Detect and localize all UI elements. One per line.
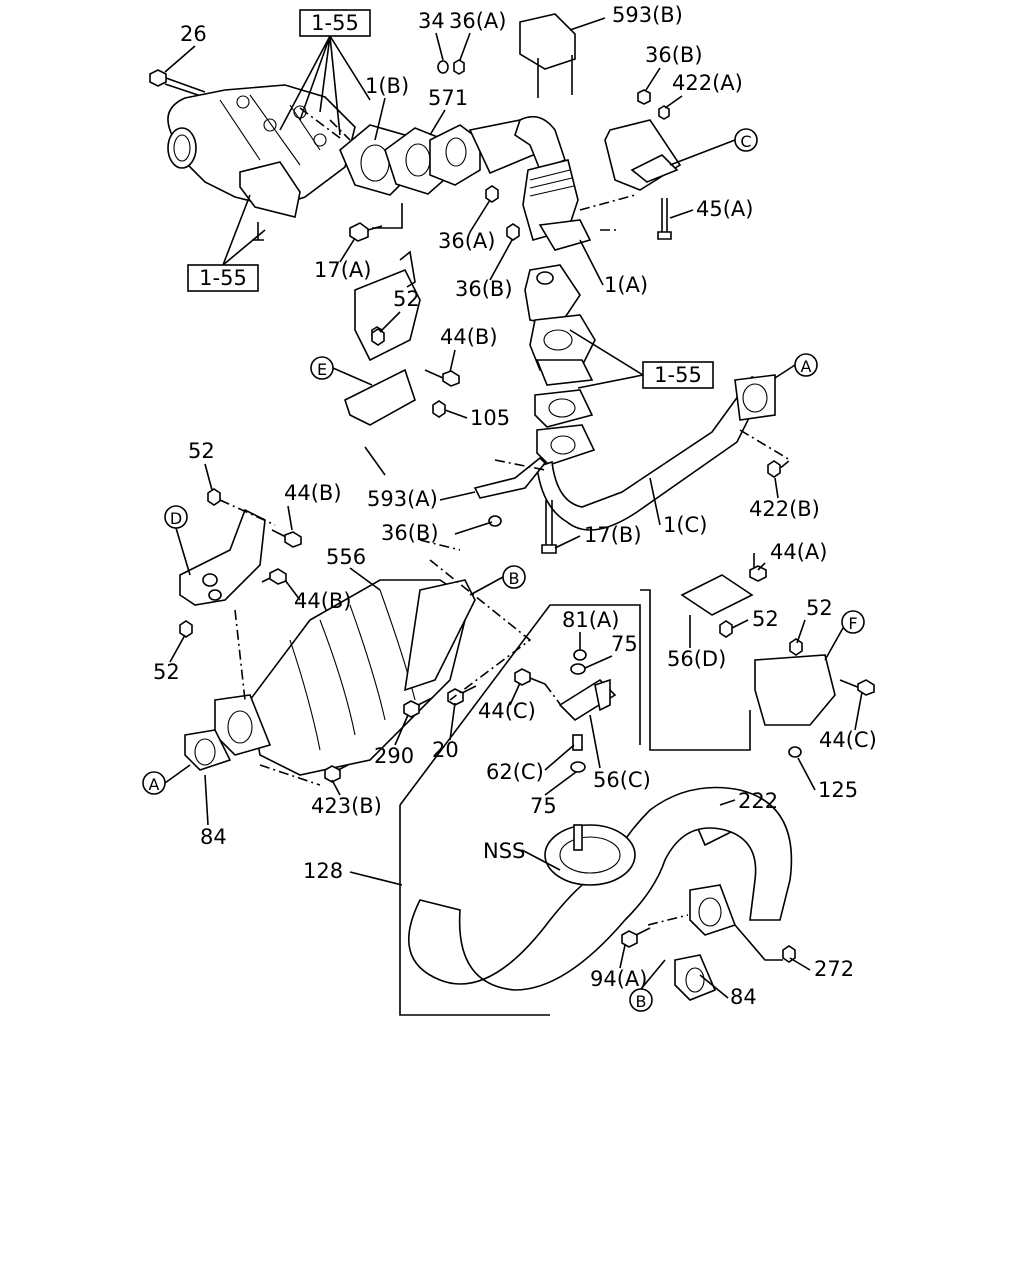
svg-text:593(B): 593(B) bbox=[612, 3, 683, 27]
svg-text:B: B bbox=[509, 569, 520, 588]
svg-text:20: 20 bbox=[432, 738, 459, 762]
svg-text:81(A): 81(A) bbox=[562, 608, 619, 632]
svg-text:1-55: 1-55 bbox=[654, 363, 702, 387]
svg-text:52: 52 bbox=[153, 660, 180, 684]
svg-text:56(D): 56(D) bbox=[667, 647, 726, 671]
svg-text:52: 52 bbox=[393, 287, 420, 311]
svg-text:36(A): 36(A) bbox=[438, 229, 495, 253]
svg-text:52: 52 bbox=[188, 439, 215, 463]
svg-text:423(B): 423(B) bbox=[311, 794, 382, 818]
part-labels: 26 34 36(A) 593(B) 36(B) 422(A) 1(B) 571… bbox=[153, 3, 877, 1009]
svg-text:290: 290 bbox=[374, 744, 414, 768]
svg-text:A: A bbox=[801, 357, 812, 376]
middle-exhaust-assembly bbox=[344, 250, 792, 554]
svg-text:84: 84 bbox=[730, 985, 757, 1009]
ref-box-left[interactable]: 1-55 bbox=[187, 264, 259, 292]
svg-text:1(B): 1(B) bbox=[365, 74, 409, 98]
svg-text:1-55: 1-55 bbox=[199, 266, 247, 290]
svg-text:222: 222 bbox=[738, 789, 778, 813]
svg-text:62(C): 62(C) bbox=[486, 760, 544, 784]
label-leaders bbox=[164, 17, 863, 999]
svg-text:B: B bbox=[636, 992, 647, 1011]
svg-text:E: E bbox=[317, 360, 327, 379]
svg-text:593(A): 593(A) bbox=[367, 487, 438, 511]
muffler-assembly bbox=[399, 553, 875, 1016]
svg-text:44(A): 44(A) bbox=[770, 540, 827, 564]
svg-text:84: 84 bbox=[200, 825, 227, 849]
svg-text:125: 125 bbox=[818, 778, 858, 802]
svg-text:26: 26 bbox=[180, 22, 207, 46]
svg-text:C: C bbox=[740, 132, 751, 151]
svg-text:1(C): 1(C) bbox=[663, 513, 707, 537]
callout-circles: C E A D B F A B bbox=[142, 128, 865, 1012]
svg-text:1(A): 1(A) bbox=[604, 273, 648, 297]
svg-text:34: 34 bbox=[418, 9, 445, 33]
svg-text:94(A): 94(A) bbox=[590, 967, 647, 991]
svg-text:17(B): 17(B) bbox=[584, 523, 642, 547]
svg-text:36(A): 36(A) bbox=[449, 9, 506, 33]
svg-text:45(A): 45(A) bbox=[696, 197, 753, 221]
svg-text:128: 128 bbox=[303, 859, 343, 883]
svg-text:F: F bbox=[848, 614, 857, 633]
svg-text:44(B): 44(B) bbox=[294, 589, 352, 613]
svg-text:44(C): 44(C) bbox=[819, 728, 877, 752]
svg-text:422(B): 422(B) bbox=[749, 497, 820, 521]
svg-text:52: 52 bbox=[806, 596, 833, 620]
svg-text:272: 272 bbox=[814, 957, 854, 981]
svg-text:44(C): 44(C) bbox=[478, 699, 536, 723]
svg-text:36(B): 36(B) bbox=[381, 521, 439, 545]
svg-text:36(B): 36(B) bbox=[455, 277, 513, 301]
svg-text:556: 556 bbox=[326, 545, 366, 569]
svg-text:75: 75 bbox=[611, 632, 638, 656]
svg-text:1-55: 1-55 bbox=[311, 11, 359, 35]
svg-text:36(B): 36(B) bbox=[645, 43, 703, 67]
dpf-assembly bbox=[179, 488, 532, 786]
svg-text:44(B): 44(B) bbox=[440, 325, 498, 349]
svg-text:44(B): 44(B) bbox=[284, 481, 342, 505]
svg-text:NSS: NSS bbox=[483, 839, 525, 863]
svg-text:D: D bbox=[170, 509, 182, 528]
svg-text:A: A bbox=[149, 775, 160, 794]
svg-text:52: 52 bbox=[752, 607, 779, 631]
svg-text:422(A): 422(A) bbox=[672, 71, 743, 95]
svg-text:75: 75 bbox=[530, 794, 557, 818]
svg-text:56(C): 56(C) bbox=[593, 768, 651, 792]
svg-text:105: 105 bbox=[470, 406, 510, 430]
svg-text:17(A): 17(A) bbox=[314, 258, 371, 282]
ref-box-top[interactable]: 1-55 bbox=[299, 9, 371, 37]
ref-box-mid[interactable]: 1-55 bbox=[642, 361, 714, 389]
upper-exhaust-assembly bbox=[149, 13, 682, 251]
svg-text:571: 571 bbox=[428, 86, 468, 110]
